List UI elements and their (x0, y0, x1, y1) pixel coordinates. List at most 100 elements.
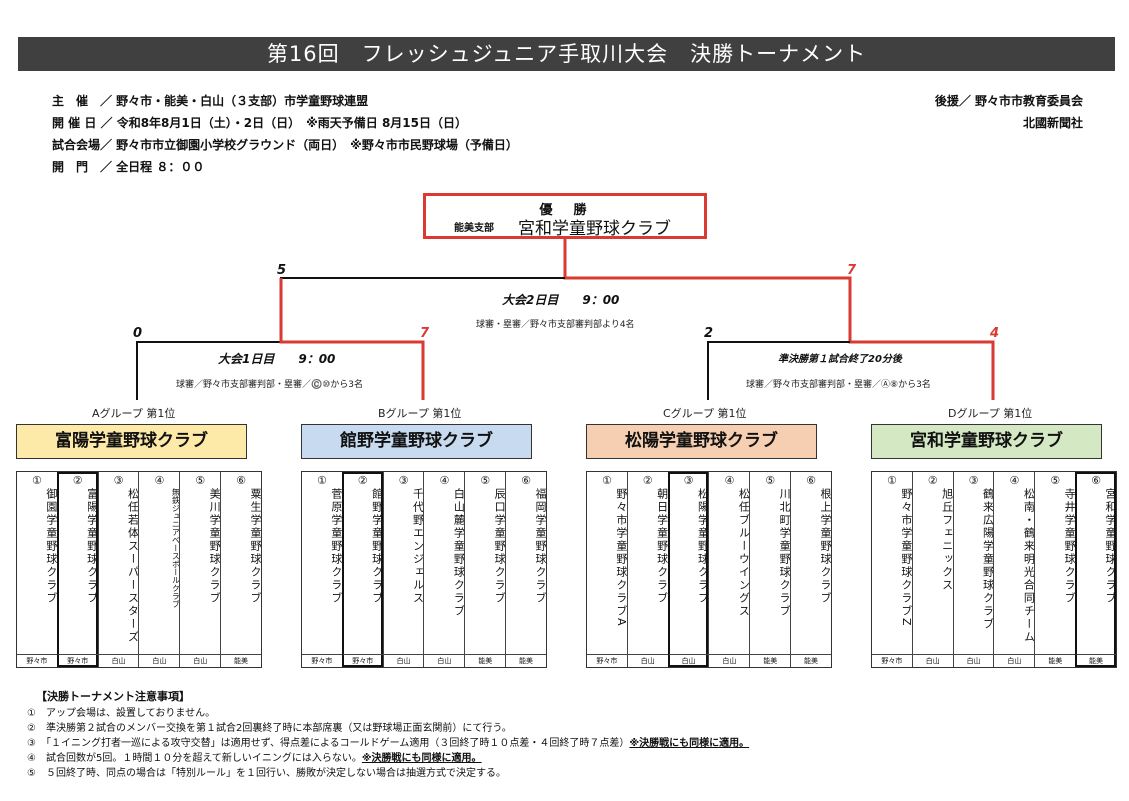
member-region: 能美 (791, 654, 831, 666)
member-number: ⑤ (195, 474, 206, 487)
member-team-name: 鶴来広陽学童野球クラブ (981, 488, 995, 631)
semi-left-umpires: 球審／野々市支部審判部・塁審／©️⑩から3名 (176, 380, 364, 390)
note-item: ② 準決勝第２試合のメンバー交換を第１試合2回裏終了時に本部席裏（又は野球場正面… (27, 719, 512, 734)
member-number: ④ (724, 474, 735, 487)
member-number: ④ (154, 474, 165, 487)
semi-left-score-a: 0 (133, 326, 143, 341)
member-team-name: 福岡学童野球クラブ (533, 488, 547, 605)
dates-line: 開 催 日 ／ 令和8年8月1日（土）・2日（日） ※雨天予備日 8月15日（日… (52, 116, 468, 130)
member-number: ② (927, 474, 938, 487)
semi-left-time: 大会1日目 9：00 (218, 352, 336, 366)
member-number: ⑥ (236, 474, 246, 487)
group-b-label: Bグループ 第1位 (378, 407, 462, 420)
member-region: 能美 (221, 654, 261, 666)
group-a-label: Aグループ 第1位 (92, 407, 176, 420)
organizer-line: 主 催 ／ 野々市・能美・白山（３支部）市学童野球連盟 (52, 94, 369, 108)
member-region: 白山 (627, 654, 668, 666)
note-text: ① アップ会場は、設置しておりません。 (27, 708, 216, 719)
member-number: ③ (968, 474, 979, 487)
gate-line: 開 門 ／ 全日程 ８：００ (52, 160, 205, 174)
member-region: 白山 (424, 654, 465, 666)
member-team-name: 千代野エンジェルス (411, 488, 425, 605)
member-region: 白山 (383, 654, 424, 666)
member-team-name: 野々市学童野球クラブA (614, 488, 628, 628)
member-team-name: 無鉄ジュニアベースボールクラブ (171, 488, 181, 608)
member-region: 能美 (1035, 654, 1076, 666)
group-c-label: Cグループ 第1位 (663, 407, 747, 420)
note-emphasis: ※決勝戦にも同様に適用。 (361, 753, 482, 764)
member-number: ① (886, 474, 897, 487)
member-team-name: 朝日学童野球クラブ (655, 488, 669, 605)
semi-right-time: 準決勝第１試合終了20分後 (778, 354, 902, 365)
final-time: 大会2日目 9：00 (502, 293, 620, 307)
member-number: ③ (113, 474, 124, 487)
member-team-name: 旭丘フェニックス (940, 488, 954, 592)
member-team-name: 美川学童野球クラブ (208, 488, 222, 605)
member-region: 野々市 (302, 654, 342, 666)
member-team-name: 富陽学童野球クラブ (85, 488, 99, 605)
member-number: ② (357, 474, 368, 487)
final-score-right: 7 (847, 263, 857, 278)
member-region: 野々市 (872, 654, 912, 666)
newspaper-line: 北國新聞社 (1022, 116, 1083, 130)
champion-box: 優 勝 能美支部 宮和学童野球クラブ (423, 193, 707, 239)
page-title: 第16回 フレッシュジュニア手取川大会 決勝トーナメント (18, 37, 1115, 71)
semi-left-score-b: 7 (420, 326, 430, 341)
group-b-team: 館野学童野球クラブ (301, 424, 532, 459)
final-score-left: 5 (277, 263, 287, 278)
member-team-name: 松任若体スーパースターズ (126, 488, 140, 644)
semi-right-line-c (707, 341, 850, 400)
member-team-name: 御園学童野球クラブ (44, 488, 58, 605)
member-number: ④ (1009, 474, 1020, 487)
member-number: ② (72, 474, 83, 487)
semi-right-score-d: 4 (990, 326, 1000, 341)
member-region: 白山 (139, 654, 180, 666)
member-region: 能美 (1076, 654, 1116, 666)
note-text: ④ 試合回数が5回。１時間１０分を超えて新しいイニングには入らない。 (27, 753, 362, 764)
member-region: 白山 (668, 654, 709, 666)
venue-line: 試合会場／ 野々市市立御園小学校グラウンド（両日） ※野々市市民野球場（予備日） (52, 138, 518, 152)
group-a-team: 富陽学童野球クラブ (16, 424, 247, 459)
member-team-name: 川北町学童野球クラブ (778, 488, 792, 618)
member-team-name: 宮和学童野球クラブ (1103, 488, 1117, 605)
note-item: ⑤ ５回終了時、同点の場合は「特別ルール」を１回行い、勝敗が決定しない場合は抽選… (27, 764, 506, 779)
member-number: ⑤ (480, 474, 491, 487)
member-region: 野々市 (57, 654, 98, 666)
member-team-name: 白山麓学童野球クラブ (452, 488, 466, 618)
member-region: 能美 (750, 654, 791, 666)
member-region: 能美 (506, 654, 546, 666)
member-region: 白山 (912, 654, 953, 666)
group-d-team: 宮和学童野球クラブ (871, 424, 1102, 459)
member-team-name: 松南・鶴来明光合同チーム (1022, 488, 1036, 644)
member-number: ① (31, 474, 42, 487)
member-region: 能美 (465, 654, 506, 666)
member-number: ⑤ (1050, 474, 1061, 487)
group-d-label: Dグループ 第1位 (948, 407, 1033, 420)
member-team-name: 根上学童野球クラブ (818, 488, 832, 605)
note-text: ③ 「１イニング打者一巡による攻守交替」は適用せず、得点差によるコールドゲーム適… (27, 738, 630, 749)
member-number: ② (642, 474, 653, 487)
semi-right-umpires: 球審／野々市支部審判部・塁審／Ⓐ⑧から3名 (746, 380, 931, 390)
winner-path-right (563, 239, 995, 400)
